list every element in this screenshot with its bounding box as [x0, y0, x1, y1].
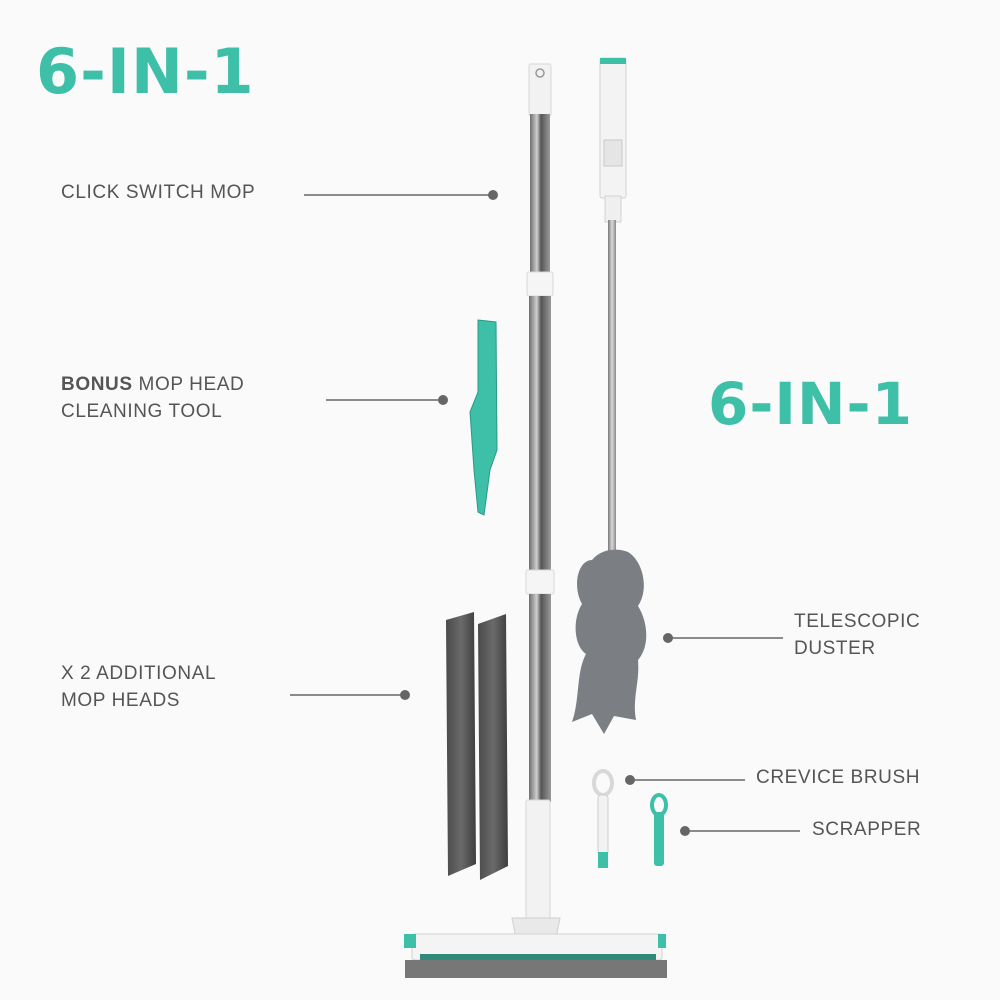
- label-scrapper: SCRAPPER: [812, 816, 921, 843]
- label-telescopic-duster: TELESCOPIC DUSTER: [794, 608, 920, 662]
- hang-hole-icon: [535, 68, 545, 78]
- headline-top: 6-IN-1: [36, 35, 255, 108]
- label-cleaning-tool-line1: MOP HEAD: [138, 374, 245, 395]
- label-mop-heads-line2: MOP HEADS: [61, 690, 181, 711]
- leader-dot-mop: [488, 190, 498, 200]
- label-bonus-word: BONUS: [61, 374, 133, 395]
- label-duster-line1: TELESCOPIC: [794, 611, 921, 632]
- mop-base-strip: [420, 954, 656, 961]
- label-duster-line2: DUSTER: [794, 638, 876, 659]
- leader-dot-heads: [400, 690, 410, 700]
- mop-base-clip: [404, 934, 416, 948]
- leader-dot-scrapper: [680, 826, 690, 836]
- mop-upper-pole: [530, 114, 550, 274]
- mop-neck: [525, 799, 551, 921]
- mop-head-pad-1: [446, 612, 476, 876]
- duster-lock: [603, 139, 623, 167]
- cleaning-tool-illustration: [469, 319, 498, 516]
- mop-handle-cap: [528, 63, 552, 117]
- mop-illustration: [404, 63, 667, 978]
- mop-base-pad: [405, 960, 667, 978]
- mop-lower-pole: [529, 594, 551, 802]
- label-cleaning-tool: BONUS MOP HEAD CLEANING TOOL: [61, 371, 244, 425]
- duster-collar: [604, 195, 622, 223]
- mop-pole-joint: [525, 569, 555, 595]
- label-cleaning-tool-line2: CLEANING TOOL: [61, 401, 223, 422]
- label-scrapper-text: SCRAPPER: [812, 819, 922, 840]
- label-click-switch-mop-text: CLICK SWITCH MOP: [61, 182, 256, 203]
- leader-dot-crevice: [625, 775, 635, 785]
- duster-rod: [608, 220, 616, 570]
- label-crevice-brush-text: CREVICE BRUSH: [756, 767, 921, 788]
- headline-middle: 6-IN-1: [708, 370, 913, 438]
- crevice-brush-handle: [597, 794, 609, 856]
- mop-head-pad-2: [478, 614, 508, 880]
- scrapper-blade: [654, 812, 664, 866]
- mop-middle-pole: [529, 296, 551, 570]
- label-mop-heads-line1: X 2 ADDITIONAL: [61, 663, 217, 684]
- mop-pole-joint: [526, 271, 554, 297]
- leader-dot-tool: [438, 395, 448, 405]
- label-click-switch-mop: CLICK SWITCH MOP: [61, 179, 255, 206]
- label-crevice-brush: CREVICE BRUSH: [756, 764, 920, 791]
- leader-dot-duster: [663, 633, 673, 643]
- crevice-brush-bristles: [598, 852, 608, 868]
- duster-handle: [599, 57, 627, 199]
- scrapper-illustration: [650, 793, 668, 866]
- crevice-brush-loop: [592, 769, 614, 797]
- duster-head: [572, 549, 647, 734]
- duster-illustration: [572, 57, 647, 734]
- label-mop-heads: X 2 ADDITIONAL MOP HEADS: [61, 660, 216, 714]
- crevice-brush-illustration: [592, 769, 614, 868]
- duster-handle-cap: [600, 58, 626, 64]
- mop-base-clip: [658, 934, 666, 948]
